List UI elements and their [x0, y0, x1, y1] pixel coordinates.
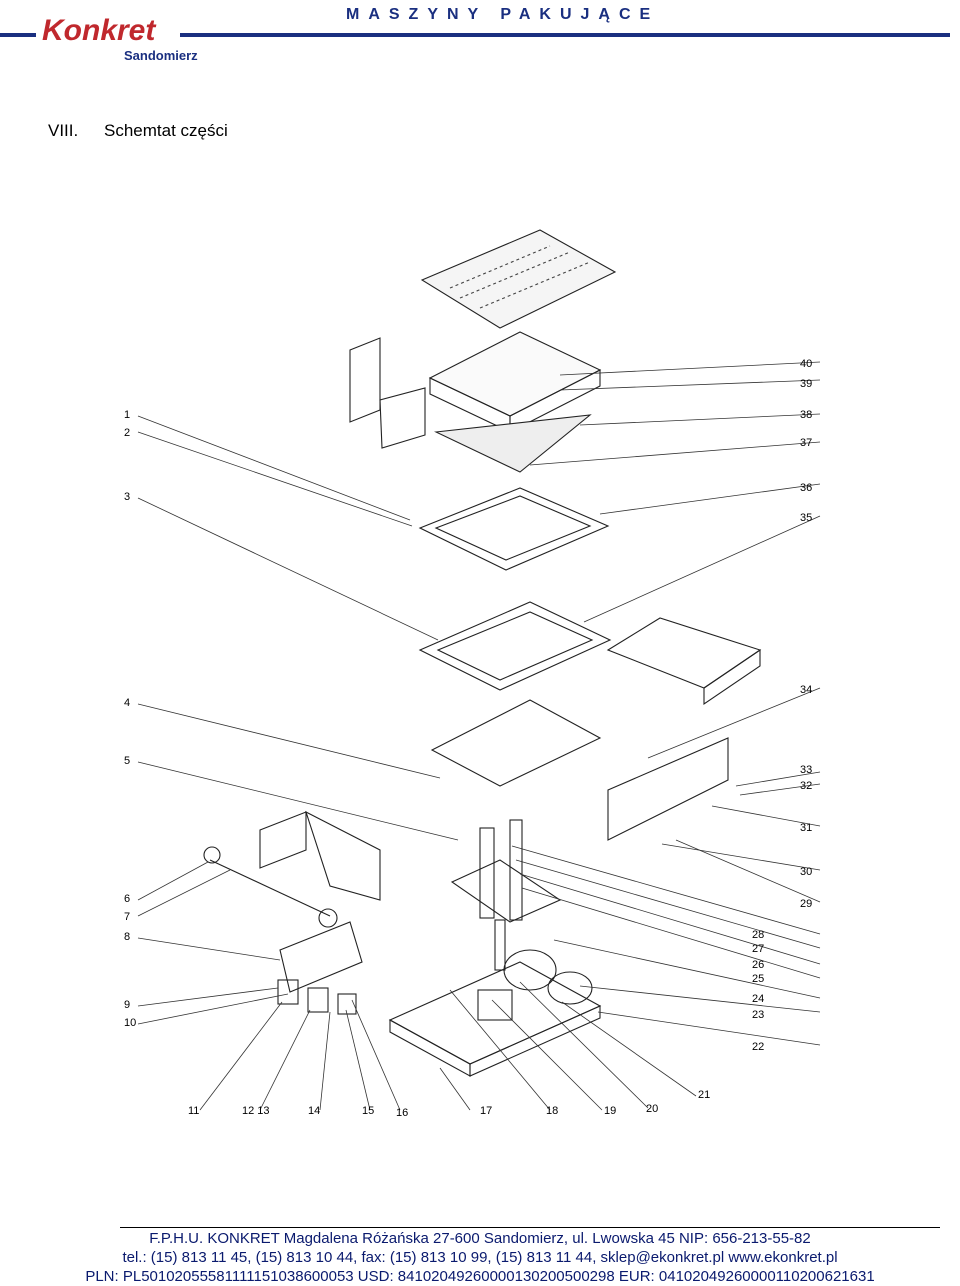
part-label-20: 20: [646, 1103, 658, 1115]
part-label-27: 27: [752, 943, 764, 955]
footer-bank-line: PLN: PL50102055581111151038600053 USD: 8…: [85, 1268, 875, 1285]
part-label-37: 37: [800, 437, 812, 449]
part-label-40: 40: [800, 358, 812, 370]
part-label-16: 16: [396, 1107, 408, 1119]
part-label-25: 25: [752, 973, 764, 985]
footer-divider: [120, 1227, 940, 1228]
part-label-29: 29: [800, 898, 812, 910]
part-label-12-13: 12 13: [242, 1105, 270, 1117]
part-label-33: 33: [800, 764, 812, 776]
part-label-35: 35: [800, 512, 812, 524]
part-label-17: 17: [480, 1105, 492, 1117]
part-label-31: 31: [800, 822, 812, 834]
section-heading: VIII. Schemtat części: [48, 121, 228, 141]
part-label-21: 21: [698, 1089, 710, 1101]
company-city: Sandomierz: [124, 48, 198, 63]
part-label-4: 4: [124, 697, 130, 709]
part-label-15: 15: [362, 1105, 374, 1117]
part-label-23: 23: [752, 1009, 764, 1021]
part-label-14: 14: [308, 1105, 320, 1117]
part-label-19: 19: [604, 1105, 616, 1117]
part-label-11: 11: [188, 1105, 199, 1117]
part-label-30: 30: [800, 866, 812, 878]
page-header: Konkret Sandomierz MASZYNY PAKUJĄCE: [0, 0, 960, 80]
part-label-34: 34: [800, 684, 812, 696]
part-label-28: 28: [752, 929, 764, 941]
section-number: VIII.: [48, 121, 79, 140]
company-slogan: MASZYNY PAKUJĄCE: [346, 6, 660, 23]
company-logo: Konkret: [42, 14, 156, 47]
part-label-38: 38: [800, 409, 812, 421]
part-label-39: 39: [800, 378, 812, 390]
part-label-26: 26: [752, 959, 764, 971]
part-label-36: 36: [800, 482, 812, 494]
footer-contact-line: tel.: (15) 813 11 45, (15) 813 10 44, fa…: [122, 1249, 838, 1266]
section-title: Schemtat części: [104, 121, 228, 140]
part-label-6: 6: [124, 893, 130, 905]
part-label-18: 18: [546, 1105, 558, 1117]
part-label-1: 1: [124, 409, 130, 421]
footer-company-line: F.P.H.U. KONKRET Magdalena Różańska 27-6…: [149, 1230, 811, 1247]
part-label-5: 5: [124, 755, 130, 767]
part-label-3: 3: [124, 491, 130, 503]
part-label-9: 9: [124, 999, 130, 1011]
header-rule-right: [180, 33, 950, 37]
part-label-22: 22: [752, 1041, 764, 1053]
part-label-24: 24: [752, 993, 764, 1005]
part-label-10: 10: [124, 1017, 136, 1029]
header-rule-left: [0, 33, 36, 37]
part-label-32: 32: [800, 780, 812, 792]
part-label-8: 8: [124, 931, 130, 943]
part-label-7: 7: [124, 911, 130, 923]
part-label-2: 2: [124, 427, 130, 439]
exploded-parts-diagram: 1 2 3 4 5 6 7 8 9 10 11 12 13 14 15 16 1…: [124, 229, 821, 1119]
